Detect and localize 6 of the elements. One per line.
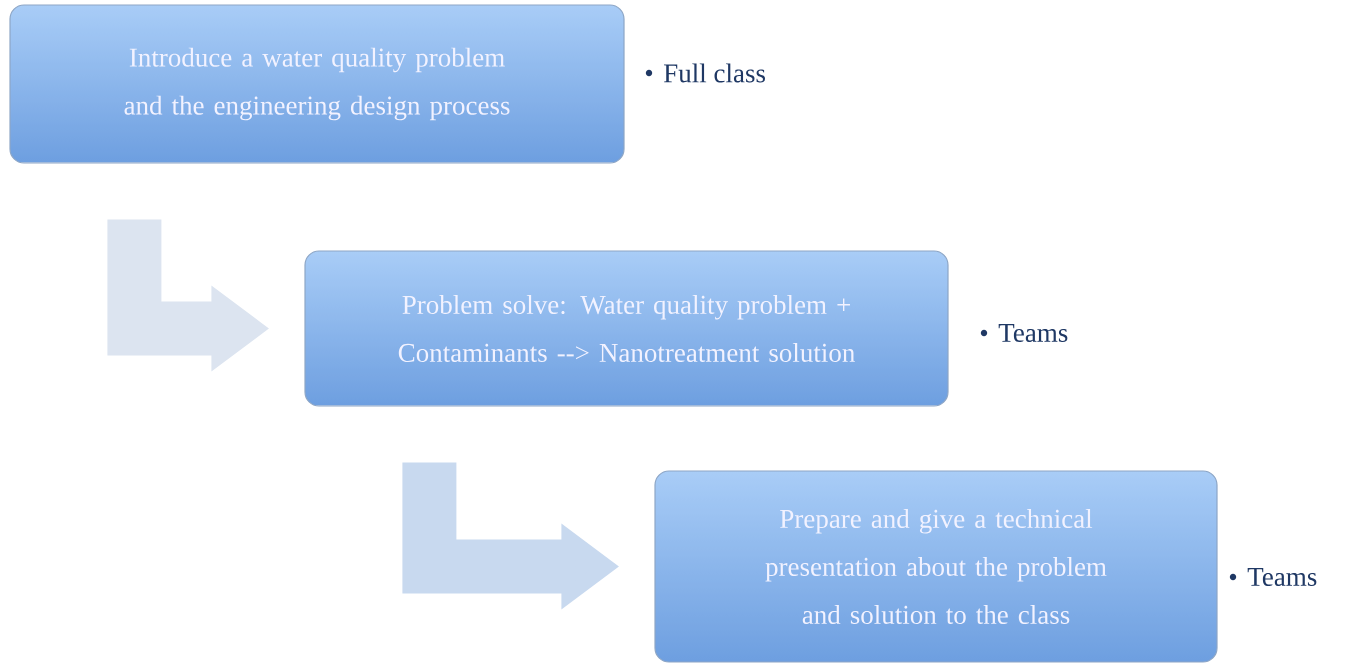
process-box: Problem solve: Water quality problem + Contaminants --> Nanotreatment solution: [304, 250, 949, 407]
bullet-item: Teams: [1229, 568, 1317, 586]
process-box: Introduce a water quality problem and the engineering design process: [9, 4, 625, 164]
bullet-item: Full class: [645, 63, 765, 83]
bullet-item: Teams: [980, 324, 1068, 342]
process-box: Prepare and give a technical presentation about the problem and solution to the class: [654, 470, 1218, 663]
